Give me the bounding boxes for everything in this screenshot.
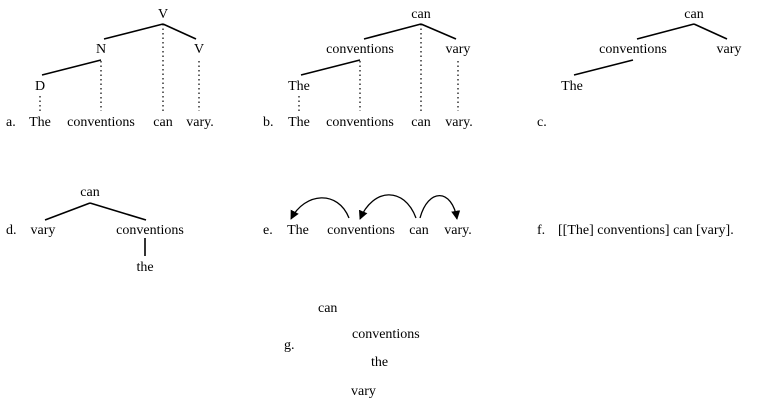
panel-e-label: e. (263, 223, 273, 238)
panel-a-word-can: can (153, 115, 172, 130)
panel-a-node-d: D (35, 79, 45, 94)
panel-a-word-conventions: conventions (67, 115, 135, 130)
panel-e-word-can: can (409, 223, 428, 238)
panel-b-node-left: conventions (326, 42, 394, 57)
panel-c-node-right: vary (717, 42, 742, 57)
panel-d-node-root: can (80, 185, 99, 200)
panel-d-label: d. (6, 223, 17, 238)
panel-c-node-leaf: The (561, 79, 583, 94)
panel-a-edge-v-v (162, 23, 197, 40)
panel-e-arc-can-conventions (358, 194, 417, 220)
panel-a-node-v-right: V (194, 42, 204, 57)
panel-a-node-v-top: V (158, 7, 168, 22)
panel-c-node-root: can (684, 7, 703, 22)
panel-g-line-2: conventions (352, 327, 420, 342)
panel-b-edge-left-leaf (300, 59, 361, 76)
panel-a-label: a. (6, 115, 16, 130)
panel-e: e. The conventions can vary. (263, 194, 472, 238)
panel-b-word-vary: vary. (445, 115, 472, 130)
panel-b-label: b. (263, 115, 274, 130)
panel-f-bracketing: [[The] conventions] can [vary]. (558, 223, 734, 238)
panel-e-arc-can-vary (419, 194, 461, 220)
panel-d-node-left: vary (31, 223, 56, 238)
panel-f: f. [[The] conventions] can [vary]. (537, 223, 734, 238)
panel-c-edge-root-left (636, 23, 695, 40)
panel-e-word-conventions: conventions (327, 223, 395, 238)
panel-b-edge-root-left (363, 23, 422, 40)
panel-a-node-n: N (96, 42, 106, 57)
panel-c-edge-left-leaf (573, 59, 634, 76)
panel-d: d. can vary conventions the (6, 185, 184, 275)
panel-g-line-1: can (318, 301, 337, 316)
panel-g: g. can conventions the vary (284, 301, 420, 399)
panel-a-edge-n-d (41, 59, 102, 76)
panel-g-line-4: vary (351, 384, 376, 399)
panel-e-word-the: The (287, 223, 309, 238)
panel-c-edge-root-right (693, 23, 728, 40)
panel-a-word-the: The (29, 115, 51, 130)
panel-e-arc-conventions-the (290, 197, 350, 220)
panel-b-node-right: vary (446, 42, 471, 57)
panel-b-edge-root-right (420, 23, 457, 40)
panel-b-node-leaf: The (288, 79, 310, 94)
panel-d-edge-root-left (44, 202, 91, 221)
panel-a-edge-v-n (103, 23, 164, 40)
panel-g-label: g. (284, 338, 295, 353)
panel-a: a. V N V D The conventions can vary. (6, 7, 214, 130)
panel-f-label: f. (537, 223, 545, 238)
panel-e-word-vary: vary. (444, 223, 471, 238)
panel-d-edge-root-right (89, 202, 147, 221)
panel-c: c. can conventions vary The (537, 7, 741, 130)
panel-b-word-can: can (411, 115, 430, 130)
panel-g-line-3: the (371, 355, 388, 370)
panel-b: b. can conventions vary The The conventi… (263, 7, 473, 130)
panel-a-word-vary: vary. (186, 115, 213, 130)
panel-d-node-leaf: the (136, 260, 153, 275)
panel-b-word-conventions: conventions (326, 115, 394, 130)
panel-b-word-the: The (288, 115, 310, 130)
panel-b-node-root: can (411, 7, 430, 22)
panel-c-label: c. (537, 115, 547, 130)
panel-d-node-right: conventions (116, 223, 184, 238)
panel-c-node-left: conventions (599, 42, 667, 57)
